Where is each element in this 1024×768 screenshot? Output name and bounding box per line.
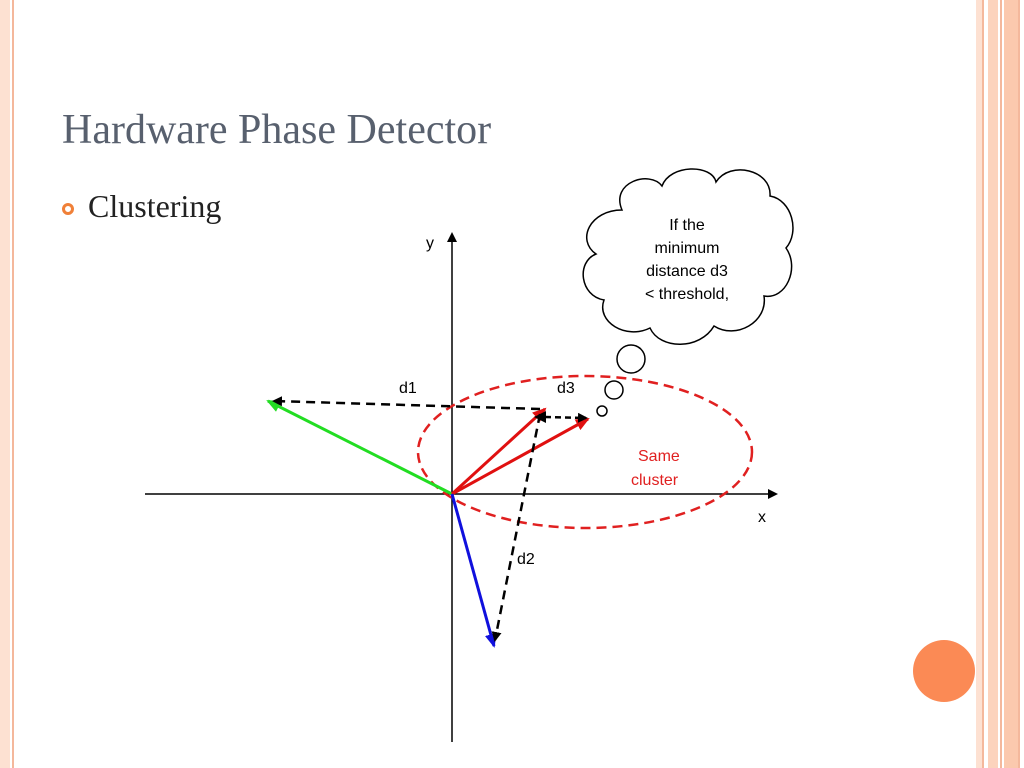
thought-bubble-small xyxy=(596,405,608,417)
blue-vector xyxy=(450,493,497,648)
right-frame-stripes xyxy=(976,0,1024,768)
cluster-label-line2: cluster xyxy=(631,472,679,489)
left-frame-border xyxy=(0,0,14,768)
thought-line-4: < threshold, xyxy=(644,286,730,303)
thought-bubble-medium xyxy=(604,380,624,400)
d1-distance-line xyxy=(272,396,541,411)
d3-distance-line xyxy=(544,412,588,423)
bullet-item: Clustering xyxy=(62,188,221,225)
bullet-ring-icon xyxy=(62,202,74,215)
thought-line-3: distance d3 xyxy=(646,263,728,280)
d3-label: d3 xyxy=(557,380,575,397)
thought-line-1: If the xyxy=(669,217,705,234)
decorative-orange-circle xyxy=(913,640,975,702)
thought-line-2: minimum xyxy=(654,240,720,257)
cluster-ellipse xyxy=(416,374,754,530)
d2-label: d2 xyxy=(517,551,535,568)
cluster-label-line1: Same xyxy=(638,448,680,465)
d1-label: d1 xyxy=(399,380,417,397)
bullet-text: Clustering xyxy=(88,188,222,224)
green-vector xyxy=(266,399,453,496)
slide-title: Hardware Phase Detector xyxy=(62,107,492,153)
d2-distance-line xyxy=(491,413,542,642)
x-axis-label: x xyxy=(758,509,766,526)
d3-back-arrowhead xyxy=(534,411,546,423)
thought-cloud xyxy=(582,168,794,345)
red-vector-1 xyxy=(450,407,547,496)
y-axis-label: y xyxy=(426,235,434,252)
thought-cloud-text: If the minimum distance d3 < threshold, xyxy=(612,214,762,306)
thought-bubble-large xyxy=(616,344,646,374)
red-vector-2 xyxy=(451,417,590,496)
